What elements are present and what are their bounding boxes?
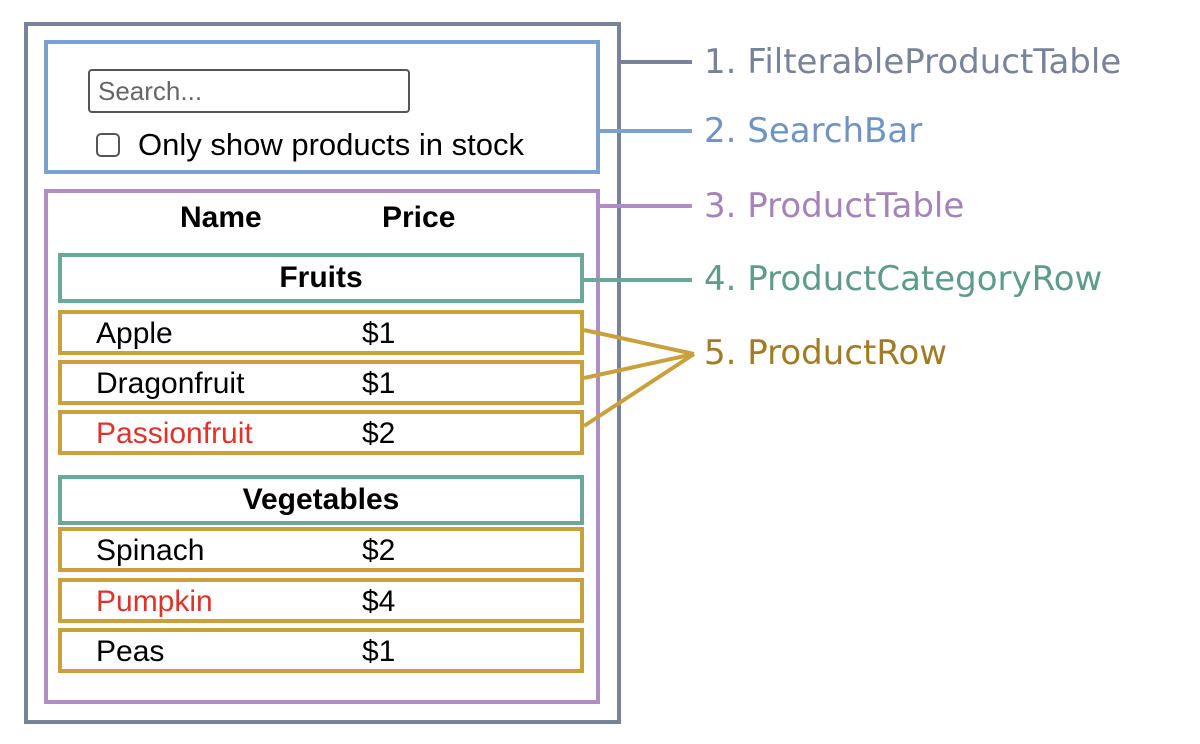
- product-row: Passionfruit $2: [58, 410, 584, 455]
- product-price: $1: [362, 317, 396, 350]
- product-price: $2: [362, 417, 396, 450]
- product-name: Apple: [96, 317, 173, 350]
- label-product-table: 3. ProductTable: [704, 186, 965, 226]
- label-product-category-row: 4. ProductCategoryRow: [704, 259, 1103, 299]
- category-label: Vegetables: [242, 483, 400, 516]
- search-input[interactable]: [88, 69, 410, 113]
- in-stock-checkbox[interactable]: [96, 133, 120, 157]
- product-price: $4: [362, 585, 396, 618]
- connector-product-row-3: [582, 352, 696, 428]
- product-name: Spinach: [96, 534, 205, 567]
- product-row: Peas $1: [58, 628, 584, 673]
- product-name-out-of-stock: Passionfruit: [96, 417, 253, 450]
- product-price: $1: [362, 635, 396, 668]
- product-name: Peas: [96, 635, 165, 668]
- product-table-box: [44, 189, 600, 704]
- column-header-price: Price: [382, 201, 456, 234]
- product-price: $1: [362, 367, 396, 400]
- in-stock-checkbox-label: Only show products in stock: [138, 127, 524, 162]
- filterable-product-table-box: [24, 22, 621, 724]
- product-row: Apple $1: [58, 310, 584, 355]
- column-header-name: Name: [180, 201, 262, 234]
- product-price: $2: [362, 534, 396, 567]
- product-row: Dragonfruit $1: [58, 360, 584, 405]
- product-row: Spinach $2: [58, 527, 584, 572]
- label-search-bar: 2. SearchBar: [704, 111, 923, 151]
- search-bar-box: [44, 40, 600, 174]
- product-category-row: Vegetables: [58, 475, 584, 525]
- connector-product-row-2: [583, 352, 695, 380]
- connector-product-row-1: [583, 328, 695, 356]
- label-product-row: 5. ProductRow: [704, 333, 948, 373]
- label-filterable-product-table: 1. FilterableProductTable: [704, 42, 1122, 82]
- product-row: Pumpkin $4: [58, 578, 584, 623]
- product-category-row: Fruits: [58, 253, 584, 303]
- category-label: Fruits: [279, 261, 363, 294]
- product-name-out-of-stock: Pumpkin: [96, 585, 213, 618]
- product-name: Dragonfruit: [96, 367, 245, 400]
